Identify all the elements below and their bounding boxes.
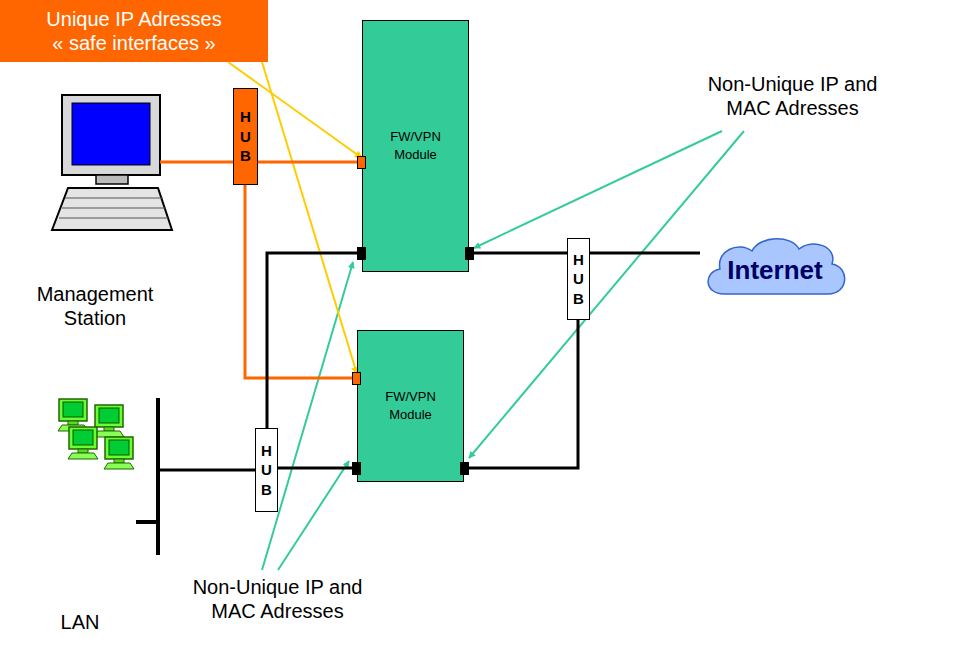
annotation-label: Non-Unique IP and MAC Adresses xyxy=(175,575,380,624)
interface-port xyxy=(357,156,366,169)
network-wire xyxy=(258,161,362,164)
firewall-module: FW/VPN Module xyxy=(362,20,469,272)
monitor-stand xyxy=(96,175,128,184)
interface-port xyxy=(357,247,366,260)
node-text-wrap: Internet xyxy=(727,256,822,285)
management-station-icon xyxy=(52,95,172,230)
node-text-wrap: FW/VPN Module xyxy=(363,388,458,423)
network-wire xyxy=(245,185,357,378)
network-wire xyxy=(464,320,578,468)
lan-bus-stub xyxy=(136,520,158,524)
network-wire xyxy=(590,252,700,255)
node-text-wrap: FW/VPN Module xyxy=(368,128,463,163)
leader-lines xyxy=(262,131,744,570)
node-text-wrap: H U B xyxy=(573,250,584,309)
interface-port xyxy=(352,462,361,475)
network-wire xyxy=(278,467,357,470)
lan-wire xyxy=(158,469,255,472)
lan-computer xyxy=(68,427,98,459)
interface-port xyxy=(352,372,361,385)
keyboard xyxy=(52,188,172,230)
lan-computers-icon xyxy=(58,399,134,469)
lan-computer xyxy=(58,399,88,431)
cloud-outline xyxy=(708,239,845,294)
node-text: H U B xyxy=(240,107,251,166)
leader-line xyxy=(278,461,349,570)
monitor-case xyxy=(62,95,160,175)
node-text-wrap: Unique IP Adresses « safe interfaces » xyxy=(41,7,227,55)
keyboard-keys xyxy=(59,198,168,218)
monitor-screen xyxy=(72,103,150,165)
leader-line xyxy=(469,131,744,458)
firewall-module: FW/VPN Module xyxy=(357,330,464,482)
hub-box: H U B xyxy=(255,428,278,512)
leader-line xyxy=(262,262,353,570)
node-text-wrap: H U B xyxy=(261,441,272,500)
node-text: Unique IP Adresses « safe interfaces » xyxy=(41,7,227,55)
node-text-wrap: H U B xyxy=(240,107,251,166)
network-wire xyxy=(267,253,362,428)
lan-computer xyxy=(94,405,124,437)
hub-box: H U B xyxy=(567,238,590,320)
annotation-label: Non-Unique IP and MAC Adresses xyxy=(690,72,895,121)
station-wire xyxy=(160,161,233,164)
callout-box: Unique IP Adresses « safe interfaces » xyxy=(0,0,268,62)
internet-cloud: Internet xyxy=(700,232,850,308)
interface-port xyxy=(460,462,469,475)
hub-box: H U B xyxy=(233,88,258,185)
station-label: Management Station xyxy=(18,282,172,331)
node-text: H U B xyxy=(573,250,584,309)
lan-label: LAN xyxy=(40,610,120,634)
lan-bus xyxy=(156,398,160,555)
leader-line xyxy=(474,131,722,248)
callout-arrow xyxy=(262,62,357,374)
interface-port xyxy=(465,247,474,260)
node-text: FW/VPN Module xyxy=(363,388,458,423)
node-text: Internet xyxy=(727,256,822,285)
network-wire xyxy=(469,252,567,255)
lan-computer xyxy=(104,437,134,469)
node-text: H U B xyxy=(261,441,272,500)
node-text: FW/VPN Module xyxy=(368,128,463,163)
